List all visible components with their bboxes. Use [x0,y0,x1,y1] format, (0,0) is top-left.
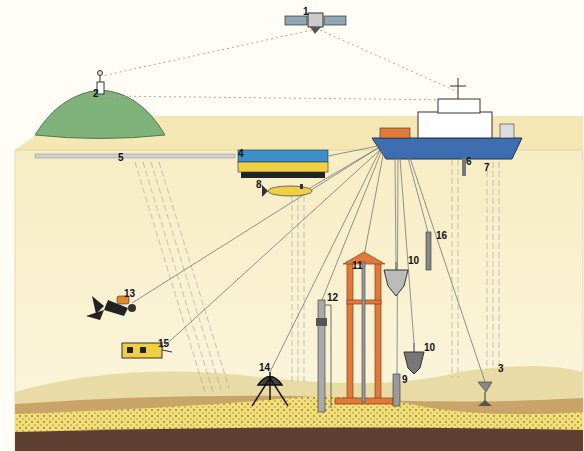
callout-number: 6 [466,156,472,167]
callout-number: 13 [124,288,135,299]
callout-number: 4 [238,148,244,159]
piston-corer [316,300,331,412]
radio-links [102,30,458,100]
callout-number: 9 [402,374,408,385]
callout-number: 15 [158,338,169,349]
tow-cables [132,146,485,382]
ctd-probe [426,232,431,270]
tripod-frame [252,372,288,406]
towed-body [238,150,328,178]
callout-number: 5 [118,152,124,163]
sediment-layer [15,396,583,451]
satellite [285,13,346,34]
callout-number: 11 [352,260,363,271]
water-column [15,150,583,451]
gravity-corer [393,374,400,406]
callout-number: 10 [408,255,419,266]
callout-number: 3 [498,363,504,374]
callout-number: 1 [303,6,309,17]
callout-number: 7 [484,162,490,173]
auv [262,184,312,197]
callout-number: 10 [424,342,435,353]
survey-ship [372,78,522,176]
diver [86,296,136,320]
grab-sampler [384,262,408,296]
callout-number: 12 [327,292,338,303]
callout-number: 14 [259,362,270,373]
land-hill [35,90,165,139]
callout-number: 8 [256,179,262,190]
box-corer [404,343,424,374]
callout-number: 2 [93,88,99,99]
seabed [15,366,583,451]
streamer [35,154,235,158]
sonar-beams [135,160,499,392]
callout-number: 16 [436,230,447,241]
seabed-sensor [478,382,492,406]
sand-layer [15,396,583,451]
bedrock [15,427,583,451]
drill-rig [335,252,393,404]
